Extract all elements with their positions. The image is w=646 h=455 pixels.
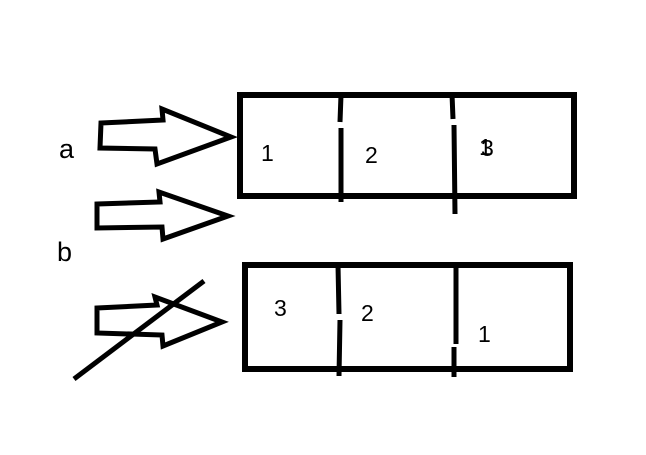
bottom-box-divider-2 bbox=[451, 265, 459, 377]
top-box-cell-3-digit: 3 bbox=[481, 135, 494, 161]
bottom-box-divider-1 bbox=[335, 264, 343, 377]
top-box-divider-1 bbox=[337, 94, 344, 202]
top-box-divider-2 bbox=[449, 93, 458, 215]
top-box-cell-3-overstrike-digit: 1 bbox=[479, 134, 492, 160]
row-label-b: b bbox=[57, 237, 72, 267]
arrow-a-icon bbox=[97, 105, 238, 168]
top-box-cell-2-digit: 2 bbox=[365, 142, 378, 168]
arrow-b-icon bbox=[94, 188, 236, 243]
bottom-box-cell-2-digit: 2 bbox=[361, 300, 374, 326]
arrow-crossed-icon bbox=[94, 292, 229, 350]
bottom-box bbox=[242, 262, 573, 372]
strike-through-line bbox=[72, 279, 206, 381]
bottom-box-cell-1-digit: 3 bbox=[274, 295, 287, 321]
top-box-cell-1-digit: 1 bbox=[261, 140, 274, 166]
top-box bbox=[237, 92, 577, 199]
row-label-a: a bbox=[59, 134, 75, 164]
bottom-box-cell-3-digit: 1 bbox=[478, 321, 491, 347]
